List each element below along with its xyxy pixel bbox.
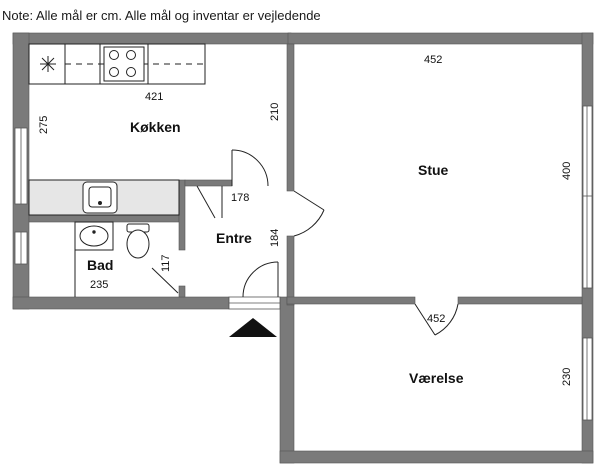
dim-entrance-depth: 184 <box>269 229 281 247</box>
wall-bedroom-top-left <box>286 296 416 305</box>
window-bedroom <box>582 337 593 421</box>
wall-kitchen-bath <box>28 214 180 223</box>
room-entrance: Entre <box>216 230 252 246</box>
window-living <box>582 105 593 289</box>
room-kitchen: Køkken <box>130 119 181 135</box>
wall-entrance-stub <box>178 179 186 251</box>
living-door <box>293 190 325 211</box>
wall-living-lower <box>286 235 295 306</box>
wall-bedroom-left <box>279 296 295 464</box>
dim-kitchen-depth: 275 <box>38 116 50 134</box>
dim-kitchen-side: 210 <box>269 103 281 121</box>
wall-top-left <box>12 32 292 45</box>
doors <box>151 149 459 336</box>
wall-entrance-top <box>184 179 233 187</box>
fridge-icon <box>40 56 56 72</box>
dim-living-width: 452 <box>424 54 442 66</box>
bathroom-fixtures <box>74 221 150 297</box>
kitchen-counter <box>28 43 206 85</box>
toilet-icon <box>126 223 150 259</box>
wall-living-upper <box>286 43 295 192</box>
room-living: Stue <box>418 162 449 178</box>
dim-bedroom-width: 452 <box>427 313 445 325</box>
dim-bedroom-depth: 230 <box>561 368 573 386</box>
wall-top-right <box>287 32 594 45</box>
stove-icon <box>103 46 145 82</box>
sink-counter <box>28 179 180 216</box>
windows <box>14 105 593 421</box>
wall-bath-stub <box>178 285 186 298</box>
bath-door <box>151 267 179 294</box>
room-bedroom: Værelse <box>409 370 464 386</box>
bedroom-door <box>414 303 436 336</box>
entrance-arrow-icon <box>229 318 277 337</box>
room-bathroom: Bad <box>87 257 113 273</box>
wall-bottom <box>279 450 594 464</box>
dim-kitchen-width: 421 <box>145 91 163 103</box>
dim-bath-width: 235 <box>90 279 108 291</box>
wall-bottom-left <box>12 296 230 310</box>
dim-bath-depth: 117 <box>160 254 172 272</box>
wall-bedroom-top-right <box>457 296 583 305</box>
dim-entrance-width: 178 <box>231 192 249 204</box>
plan-note: Note: Alle mål er cm. Alle mål og invent… <box>2 8 321 23</box>
dim-living-depth: 400 <box>561 162 573 180</box>
